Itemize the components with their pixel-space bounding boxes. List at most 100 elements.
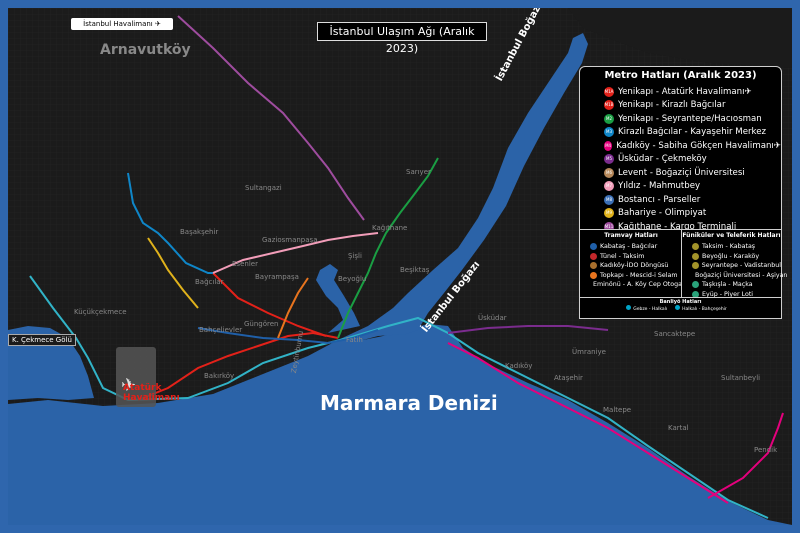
airport-card: ✈ [116,347,156,407]
line-label: Levent - Boğaziçi Üniversitesi [618,167,745,178]
line-badge [626,305,632,310]
line-badge [675,305,681,310]
label-pendik: Pendik [754,446,778,454]
airplane-icon: ✈ [773,140,781,151]
m7-line [212,232,379,274]
line-label: Üsküdar - Çekmeköy [618,154,707,165]
line-label: Eyüp - Piyer Loti [702,290,754,298]
legend-item: TF2Eyüp - Piyer Loti [682,290,781,300]
airplane-icon: ✈ [744,86,752,97]
label-fatih: Fatih [346,336,363,344]
line-label: Bostancı - Parseller [618,194,701,205]
line-badge: M3 [604,127,614,138]
label-sancaktepe: Sancaktepe [654,330,696,338]
label-uskudar: Üsküdar [478,314,507,322]
line-badge: M5 [604,154,614,165]
label-ataturk-airport: Atatürk Havalimanı [123,383,180,403]
marmaray-line [29,275,769,519]
label-gungoren: Güngören [244,320,279,328]
line-badge: M4 [604,140,613,151]
line-label: Kabataş - Bağcılar [600,243,658,251]
label-bayrampasa: Bayrampaşa [255,273,299,281]
line-badge: F3 [692,262,699,270]
line-label: Taksim - Kabataş [702,243,756,251]
line-label: Halkalı - Bahçeşehir [682,307,727,312]
line-label: Gebze - Halkalı [633,307,668,312]
m1b-line [212,272,327,337]
line-label: Kağıthane - Kargo Terminali [618,221,737,232]
m2-line [337,157,439,339]
legend-item: M3 Kirazlı Bağcılar - Kayaşehir Merkez [580,126,781,140]
line-label: Yenikapı - Kirazlı Bağcılar [618,100,726,111]
transit-map: Arnavutköy Marmara Denizi İstanbul Boğaz… [8,8,792,525]
legend-item: F3Seyrantepe - Vadistanbul [682,261,781,271]
black-sea [568,8,792,68]
line-label: Kadıköy - Sabiha Gökçen Havalimanı [616,140,774,151]
line-label: Beyoğlu - Karaköy [702,252,760,260]
label-marmara: Marmara Denizi [320,391,498,415]
label-kagithane: Kağıthane [372,224,408,232]
line-label: Eminönü - A. Köy Cep Otogarı [593,281,687,289]
pendik-line [707,412,784,499]
label-atasehir: Ataşehir [554,374,583,382]
line-badge: M1A [604,86,614,97]
label-umraniye: Ümraniye [572,348,606,356]
label-kadikoy: Kadıköy [505,362,533,370]
label-arnavutkoy: Arnavutköy [100,42,191,58]
rail-legend-list: Gebze - Halkalı Halkalı - Bahçeşehir [580,305,781,312]
rail-legend-heading: Banliyö Hatları [659,299,702,305]
label-sultangazi: Sultangazi [245,184,282,192]
line-label: Yıldız - Mahmutbey [618,181,701,192]
tram-legend: Tramvay Hatları T1Kabataş - BağcılarT2Tü… [579,229,686,299]
legend-item: T3Kadıköy-İDO Döngüsü [580,261,682,271]
legend-item: F4Boğaziçi Üniversitesi - Aşiyan [682,271,787,281]
label-bahcelievler: Bahçelievler [199,326,243,334]
airplane-icon: ✈ [121,375,137,396]
legend-item: T4Topkapı - Mescid-i Selam [580,271,682,281]
legend-item: T2Tünel - Taksim [580,252,682,262]
label-cekmece: K. Çekmece Gölü [8,334,76,346]
label-bagcilar: Bağcılar [195,278,224,286]
label-sultanbeyli: Sultanbeyli [721,374,761,382]
tram-legend-list: T1Kabataş - BağcılarT2Tünel - TaksimT3Ka… [580,242,686,290]
line-label: Boğaziçi Üniversitesi - Aşiyan [695,271,788,279]
line-label: Topkapı - Mescid-i Selam [600,271,678,279]
m3-line [127,172,213,274]
legend-item: Halkalı - Bahçeşehir [675,305,727,312]
funicular-legend-heading: Füniküler ve Teleferik Hatları [682,232,781,239]
label-gaziosmanpasa: Gaziosmanpaşa [262,236,318,244]
airplane-icon: ✈ [154,20,161,28]
line-badge: M6 [604,167,614,178]
line-label: Seyrantepe - Vadistanbul [701,262,781,270]
line-badge: F2 [692,252,699,260]
m11-line [177,15,365,221]
metro-legend-heading: Metro Hatları (Aralık 2023) [604,70,757,81]
label-bakirkoy: Bakırköy [204,372,235,380]
line-badge: M9 [604,208,614,219]
line-label: Taşkışla - Maçka [702,281,753,289]
line-label: Kirazlı Bağcılar - Kayaşehir Merkez [618,127,766,138]
golden-horn [316,264,360,333]
line-label: Tünel - Taksim [600,252,645,260]
legend-item: F2Beyoğlu - Karaköy [682,252,781,262]
marmara-sea [8,324,792,525]
label-basaksehir: Başakşehir [180,228,219,236]
line-badge: F1 [692,243,699,251]
label-esenler: Esenler [232,260,258,268]
label-sariyer: Sarıyer [406,168,431,176]
label-beyoglu: Beyoğlu [338,275,367,283]
label-istanbul-airport: İstanbul Havalimanı ✈ [71,18,173,30]
line-badge: M7 [604,181,614,192]
legend-item: Gebze - Halkalı [626,305,667,312]
rail-legend: Banliyö Hatları Gebze - Halkalı Halkalı -… [579,297,782,319]
m9-line [147,237,199,309]
line-badge: TF1 [692,281,699,289]
